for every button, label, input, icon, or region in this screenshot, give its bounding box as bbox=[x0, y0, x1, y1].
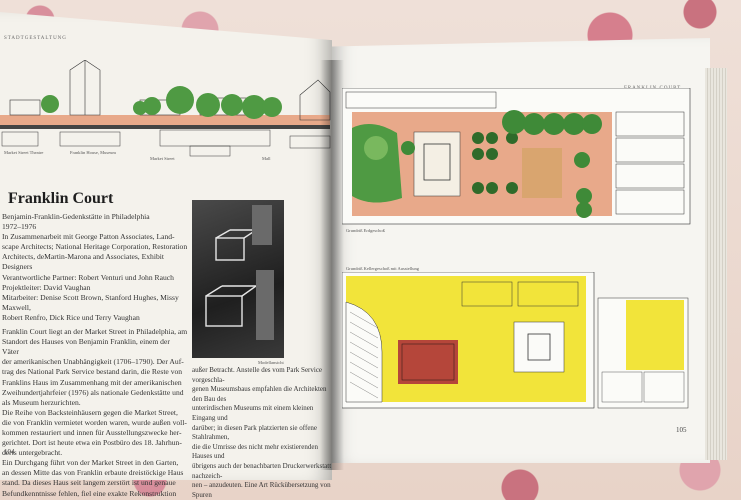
bottom-plan-caption: Grundriß Kellergeschoß mit Ausstellung bbox=[346, 266, 420, 271]
photo-caption: Modellansicht bbox=[258, 360, 284, 365]
body-line: kommen restauriert und innen für Ausstel… bbox=[2, 427, 182, 437]
top-plan-caption: Grundriß Erdgeschoß bbox=[346, 228, 385, 233]
page-edge bbox=[705, 68, 727, 460]
body-line: Ein Durchgang führt von der Market Stree… bbox=[2, 458, 179, 468]
body-line: außer Betracht. Anstelle des vom Park Se… bbox=[192, 366, 323, 384]
right-page-number: 105 bbox=[676, 426, 687, 434]
body-line: die die Umrisse des nicht mehr existiere… bbox=[192, 442, 318, 461]
body-line: übrigens auch der benachbarten Druckerwe… bbox=[192, 461, 332, 480]
body-line: unterirdischen Museums mit einem kleinen… bbox=[192, 404, 314, 422]
elevation-label-2: Franklin House, Museum bbox=[70, 150, 116, 155]
body-line: Die Reihe von Backsteinhäusern gegen die… bbox=[2, 407, 178, 417]
book-gutter bbox=[320, 60, 344, 470]
elevation-label-1: Market Street Theatre bbox=[4, 150, 44, 155]
body-line: genen Museumsbaus empfahlen die Architek… bbox=[192, 385, 327, 403]
body-line: darüber; in diesen Park platzierten sie … bbox=[192, 423, 318, 442]
body-line: als Museum herzurichten. bbox=[2, 397, 81, 407]
body-line: 1972–1976 bbox=[2, 222, 37, 232]
body-line: Designers bbox=[2, 262, 33, 272]
elevation-label-4: Mall bbox=[262, 156, 271, 161]
body-line: Standort des Hauses von Benjamin Frankli… bbox=[2, 337, 170, 357]
body-line: Befundkenntnisse fehlen, fiel eine exakt… bbox=[2, 488, 177, 498]
body-line: stand. Da dieses Haus seit langem zerstö… bbox=[2, 478, 176, 488]
body-line: derts untergebracht. bbox=[2, 448, 63, 458]
street-elevation-drawing bbox=[0, 60, 331, 157]
body-line: Benjamin-Franklin-Gedenkstätte in Philad… bbox=[2, 212, 150, 221]
body-line: Franklins Haus im Zusammenhang mit der a… bbox=[2, 377, 182, 387]
body-line: die von Franklin vermietet worden waren,… bbox=[2, 417, 187, 427]
body-line: scape Architects; National Heritage Corp… bbox=[2, 242, 188, 252]
body-line: Projektleiter: David Vaughan bbox=[2, 282, 91, 292]
body-line: der amerikanischen Unabhängigkeit (1706–… bbox=[2, 357, 184, 367]
body-line: Architects, deMartin-Marona and Associat… bbox=[2, 252, 164, 262]
left-page-number: 104 bbox=[4, 448, 15, 456]
body-line: Robert Renfro, Dick Rice und Terry Vaugh… bbox=[2, 312, 140, 322]
model-photo bbox=[192, 200, 284, 358]
body-line: Verantwortliche Partner: Robert Venturi … bbox=[2, 272, 174, 282]
body-line: gerichtet. Dort ist heute etwa ein Postb… bbox=[2, 438, 182, 448]
basement-exhibition-plan bbox=[342, 272, 689, 409]
left-column-two: außer Betracht. Anstelle des vom Park Se… bbox=[192, 366, 332, 500]
body-line: an dessen Mitte das von Franklin erbaute… bbox=[2, 468, 184, 478]
section-heading: Franklin Court bbox=[8, 190, 114, 207]
elevation-label-3: Market Street bbox=[150, 156, 175, 161]
ground-floor-plan bbox=[342, 88, 691, 225]
left-body-text: Benjamin-Franklin-Gedenkstätte in Philad… bbox=[2, 212, 188, 499]
left-running-head: STADTGESTALTUNG bbox=[4, 36, 67, 41]
body-line: Zweihundertjahrfeier (1976) als national… bbox=[2, 387, 184, 397]
body-line: In Zusammenarbeit mit George Patton Asso… bbox=[2, 232, 175, 242]
body-line: Franklin Court liegt an der Market Stree… bbox=[2, 327, 188, 337]
body-line: trag des National Park Service bestand d… bbox=[2, 367, 183, 377]
body-line: Mitarbeiter: Denise Scott Brown, Stanfor… bbox=[2, 292, 179, 312]
body-line: nen – anzudeuten. Eine Art Rückübersetzu… bbox=[192, 481, 331, 499]
